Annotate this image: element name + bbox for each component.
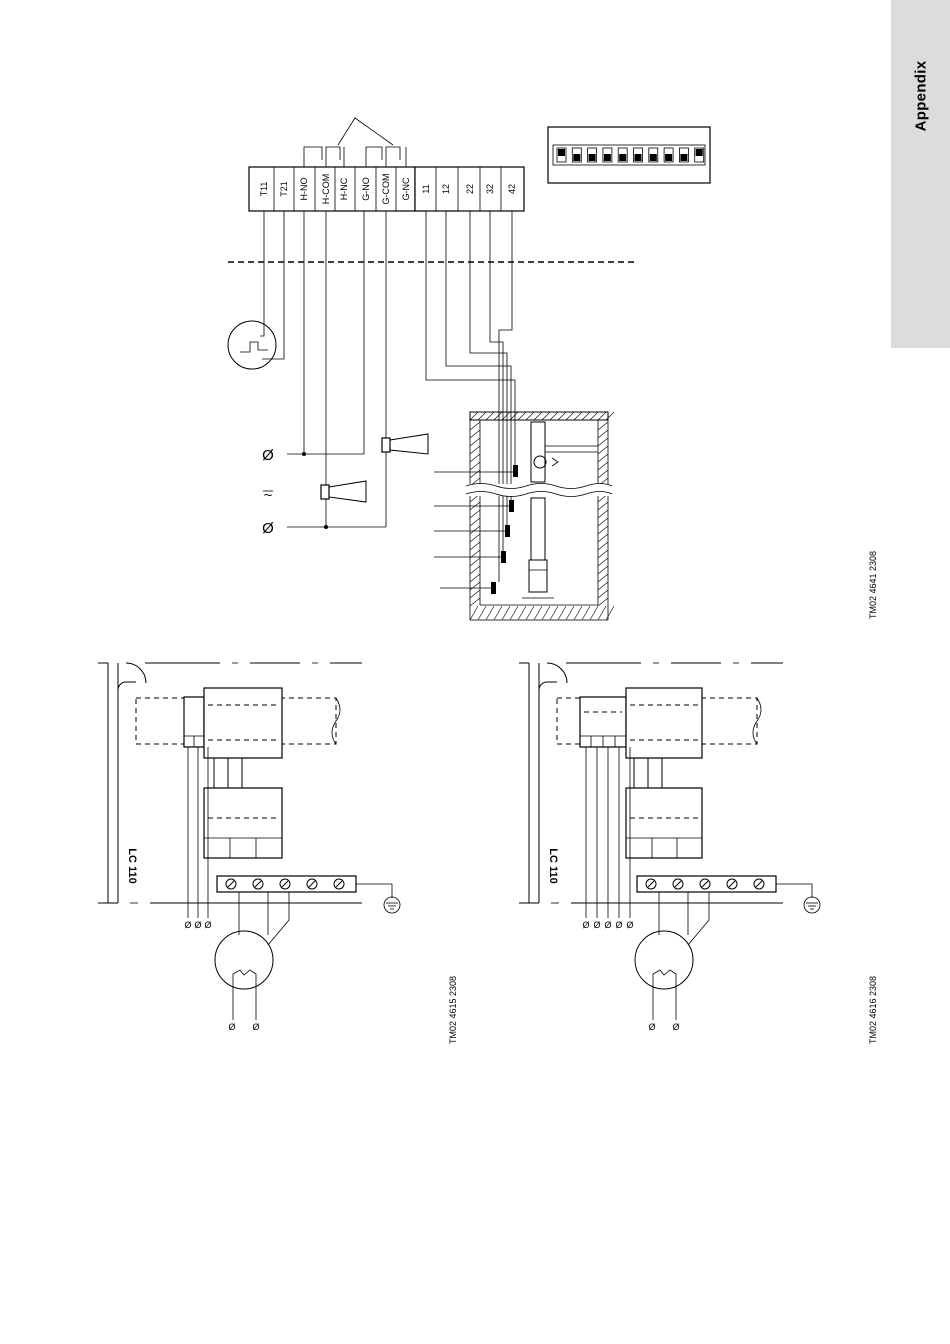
terminal-label-11: 11	[421, 184, 431, 193]
terminal-label-22: 22	[465, 184, 475, 194]
terminal-label-g-nc: G-NC	[401, 177, 411, 200]
diagram-2-contactor	[204, 688, 282, 758]
terminal-label-t11: T11	[259, 182, 269, 197]
svg-text:Ø: Ø	[228, 1022, 235, 1032]
diagram-2-lc110-wiring: LC 110 Ø Ø Ø Ø Ø TM02 4615 2308	[98, 663, 458, 1044]
supply-phase-symbol-1: Ø	[262, 447, 274, 464]
alarm-horn-1-body	[382, 438, 390, 452]
svg-text:Ø: Ø	[593, 920, 600, 930]
svg-text:Ø: Ø	[604, 920, 611, 930]
terminal-label-32: 32	[485, 184, 495, 194]
diagram-3-contactor	[626, 688, 702, 758]
float-switch-1	[513, 465, 518, 477]
terminal-label-h-nc: H-NC	[339, 177, 349, 200]
submersible-pump	[529, 560, 547, 592]
svg-text:Ø: Ø	[672, 1022, 679, 1032]
terminal-label-42: 42	[507, 184, 517, 194]
supply-ac-symbol: ~	[264, 487, 273, 504]
terminal-label-g-no: G-NO	[361, 177, 371, 201]
diagram-1-code: TM02 4641 2308	[868, 551, 878, 619]
svg-text:Ø: Ø	[582, 920, 589, 930]
diagram-3-motor	[635, 931, 693, 989]
float-switch-5	[491, 582, 496, 594]
diagram-2-code: TM02 4615 2308	[448, 976, 458, 1044]
terminal-label-g-com: G-COM	[381, 174, 391, 205]
supply-phase-symbol-2: Ø	[262, 520, 274, 537]
diagram-3-controller-label: LC 110	[547, 848, 559, 883]
float-switch-3	[505, 525, 510, 537]
diagram-2-motor-protector	[204, 788, 282, 858]
pump-pit	[434, 412, 614, 620]
terminal-label-t21: T21	[279, 181, 289, 197]
diagram-1-level-control: T11 T21 H-NO H-COM H-NC G-NO G-COM G-NC 11 12 22 32…	[228, 118, 878, 620]
diagram-3-ground-icon	[804, 897, 820, 913]
diagram-3-code: TM02 4616 2308	[868, 976, 878, 1044]
alarm-horn-2-body	[321, 485, 329, 499]
diagram-3-lc110-wiring: LC 110 Ø Ø Ø Ø Ø Ø Ø TM02 4616 2308	[519, 663, 878, 1044]
alarm-horn-2-icon	[329, 481, 366, 502]
terminal-label-h-com: H-COM	[321, 174, 331, 205]
diagram-2-motor	[215, 931, 273, 989]
diagram-2-ground-icon	[384, 897, 400, 913]
diagram-3-motor-protector	[626, 788, 702, 858]
terminal-label-h-no: H-NO	[299, 178, 309, 201]
diagram-2-controller-label: LC 110	[126, 848, 138, 883]
thermal-sensor-symbol	[228, 321, 276, 369]
svg-text:Ø: Ø	[626, 920, 633, 930]
float-switch-2	[509, 500, 514, 512]
svg-text:Ø: Ø	[615, 920, 622, 930]
alarm-horn-1-icon	[390, 434, 428, 454]
svg-text:Ø: Ø	[194, 920, 201, 930]
svg-text:Ø: Ø	[184, 920, 191, 930]
terminal-label-12: 12	[441, 184, 451, 194]
svg-text:Ø: Ø	[648, 1022, 655, 1032]
svg-text:Ø: Ø	[204, 920, 211, 930]
svg-text:Ø: Ø	[252, 1022, 259, 1032]
float-switch-4	[501, 551, 506, 563]
